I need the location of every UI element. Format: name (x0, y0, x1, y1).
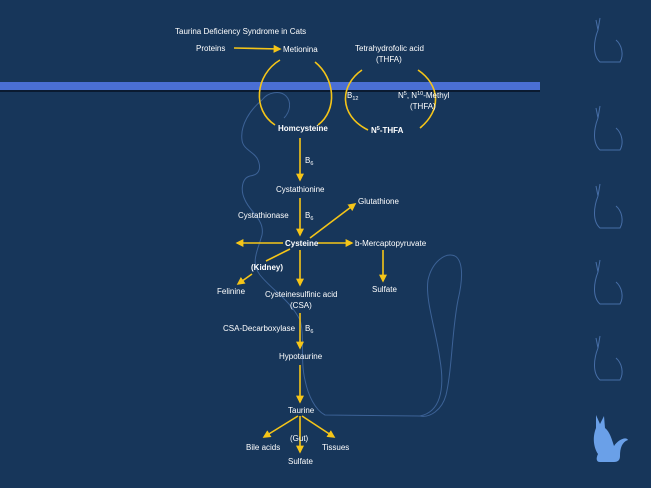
label-sulfate-bottom: Sulfate (288, 457, 313, 466)
label-methyl-thfa: N5, N10-Methyl (398, 91, 450, 100)
label-cysteine: Cysteine (285, 239, 319, 248)
arrow-cysteine-kidney (265, 248, 291, 262)
label-cystathionase: Cystathionase (238, 211, 289, 220)
label-bile-acids: Bile acids (246, 443, 280, 452)
label-b6-3: B6 (305, 324, 313, 335)
cat-outline-icon (594, 105, 623, 151)
header-bar (0, 82, 540, 91)
cat-outline-icon (594, 183, 623, 229)
label-n5-thfa: N5-THFA (371, 126, 404, 135)
cat-filled-icon (593, 415, 628, 462)
label-thfa-abbr: (THFA) (376, 55, 402, 64)
label-mercaptopyruvate: b-Mercaptopyruvate (355, 239, 427, 248)
cycle-right-arc-left (344, 69, 369, 131)
cycle-left-arc-right (314, 61, 333, 126)
cycle-right-arc-right (417, 69, 437, 129)
label-tissues: Tissues (322, 443, 349, 452)
cat-outline-icon (594, 259, 623, 305)
label-b6-2: B6 (305, 211, 313, 222)
label-csa-abbr: (CSA) (290, 301, 312, 310)
cycle-left-arc-left (258, 59, 281, 126)
cat-outline-icon (594, 17, 623, 63)
label-hypotaurine: Hypotaurine (279, 352, 323, 361)
label-sulfate-right: Sulfate (372, 285, 397, 294)
cat-silhouette-outline (241, 92, 463, 417)
label-cystathionine: Cystathionine (276, 185, 325, 194)
arrow-kidney-felinine (236, 273, 253, 285)
label-proteins: Proteins (196, 44, 225, 53)
header-bar-shadow (0, 90, 540, 92)
arrow-cysteine-glutathione (309, 203, 357, 239)
label-methyl-thfa-abbr: (THFA) (410, 102, 436, 111)
label-felinine: Felinine (217, 287, 246, 296)
label-b12: B12 (347, 91, 358, 102)
cat-outline-icon (594, 335, 623, 381)
diagram-title: Taurina Deficiency Syndrome in Cats (175, 27, 306, 36)
label-taurine: Taurine (288, 406, 315, 415)
label-kidney: (Kidney) (251, 263, 283, 272)
arrow-proteins-metionina (233, 44, 282, 53)
label-metionina: Metionina (283, 45, 318, 54)
label-thfa: Tetrahydrofolic acid (355, 44, 424, 53)
label-glutathione: Glutathione (358, 197, 399, 206)
label-csa-decarboxylase: CSA-Decarboxylase (223, 324, 296, 333)
label-homocysteine: Homcysteine (278, 124, 328, 133)
label-csa: Cysteinesulfinic acid (265, 290, 337, 299)
arrow-taurine-tissues (301, 415, 336, 438)
label-gut: (Gut) (290, 434, 309, 443)
arrow-taurine-bile-acids (262, 415, 299, 438)
label-b6-1: B6 (305, 156, 313, 167)
